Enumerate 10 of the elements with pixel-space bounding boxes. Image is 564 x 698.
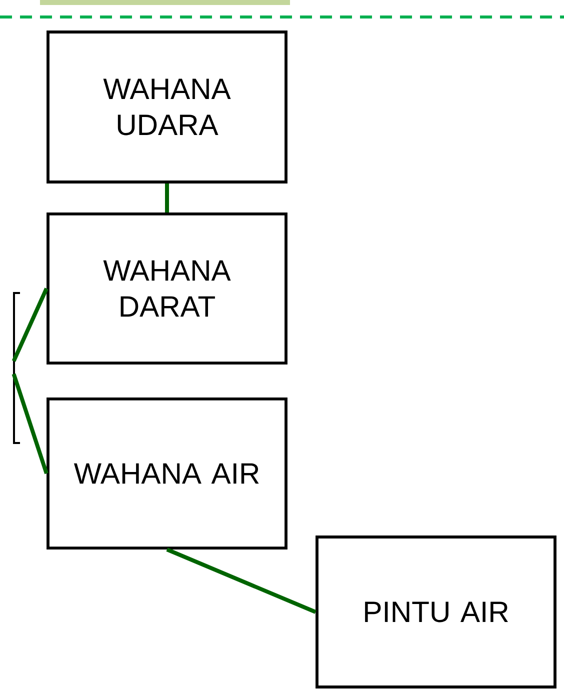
text-box: WAHANA UDARA — [46, 30, 288, 184]
text-box: WAHANA AIR — [46, 398, 288, 550]
bracket — [13, 292, 20, 444]
connector-line — [12, 288, 48, 362]
connector-line — [165, 183, 169, 212]
connector-line — [12, 373, 48, 474]
text-box: WAHANA DARAT — [46, 212, 288, 364]
text-box: PINTU AIR — [316, 536, 556, 688]
header-bar — [40, 0, 290, 6]
connector-line — [166, 548, 316, 614]
